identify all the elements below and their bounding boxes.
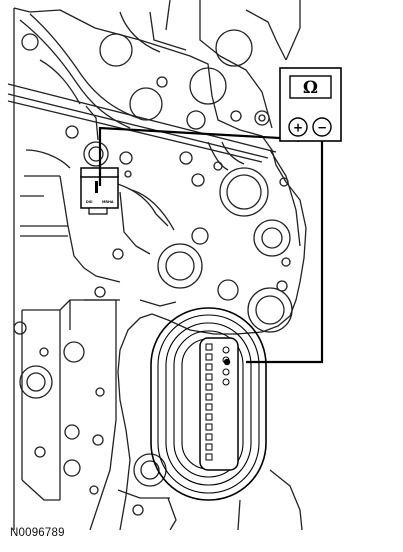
- sensor-label-2: MRHA: [102, 200, 114, 204]
- positive-terminal-label: +: [293, 121, 303, 135]
- negative-terminal-icon: [312, 117, 332, 137]
- connector-shell-ring-3: [173, 330, 244, 478]
- probe-tip: [223, 358, 231, 366]
- figure-id: N0096789: [10, 527, 65, 539]
- minus-lead: [246, 139, 324, 364]
- sensor-label-1: DSI: [86, 200, 93, 204]
- connector-shell-ring-1: [157, 314, 260, 494]
- positive-terminal-icon: [288, 117, 308, 137]
- negative-terminal-label: −: [317, 121, 327, 135]
- ohmmeter: Ω + −: [279, 67, 342, 142]
- connector-shell-outer: [150, 307, 267, 501]
- valve-body-drawing: [7, 0, 307, 530]
- ohmmeter-display: [289, 75, 332, 99]
- connector: [150, 307, 267, 501]
- plus-lead: [98, 126, 299, 186]
- sensor-tab: [88, 207, 108, 215]
- ohm-symbol: Ω: [303, 78, 318, 98]
- sensor-pin: [95, 181, 98, 193]
- connector-shell-ring-2: [165, 322, 252, 486]
- connector-pins: [205, 343, 230, 461]
